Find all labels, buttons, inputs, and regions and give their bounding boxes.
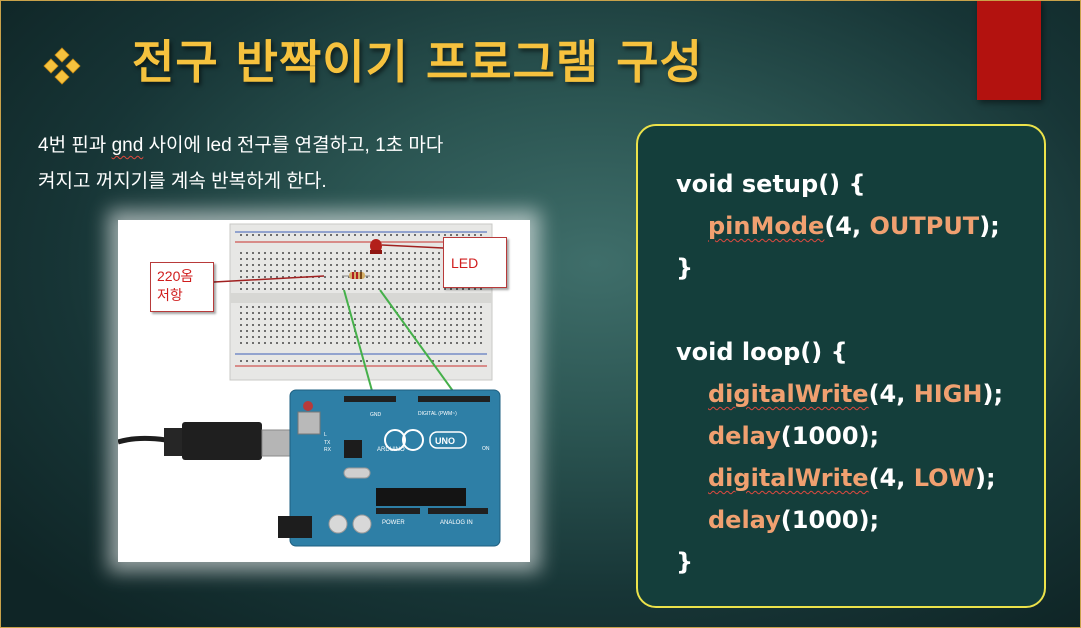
code-close: ); (975, 464, 996, 492)
code-args: (4, (824, 212, 870, 240)
l-led-label: L (324, 432, 327, 438)
code-args: (4, (868, 464, 914, 492)
led-component (370, 239, 382, 254)
accent-tab (977, 0, 1041, 100)
code-kw-low: LOW (913, 464, 976, 492)
resistor-component (342, 272, 370, 279)
code-fn-delay: delay (708, 422, 781, 450)
code-fn-digitalwrite: digitalWrite (708, 380, 869, 408)
gnd-pin-label: GND (370, 412, 382, 418)
analog-header-label: ANALOG IN (440, 520, 473, 526)
code-args: (1000); (780, 506, 880, 534)
description-gnd: gnd (111, 135, 144, 156)
description-part1: 4번 핀과 (38, 135, 112, 156)
code-line-1: void setup() { (676, 170, 866, 198)
code-line-8: delay(1000); (708, 506, 879, 534)
four-diamond-icon (43, 47, 81, 85)
rx-label: RX (324, 447, 332, 453)
code-block: void setup() { pinMode(4, OUTPUT); } voi… (636, 124, 1046, 608)
code-fn-digitalwrite: digitalWrite (708, 464, 869, 492)
code-args: (4, (868, 380, 914, 408)
resistor-label-line1: 220옴 (157, 268, 194, 284)
arduino-logo-text: ARDUINO (377, 447, 405, 453)
code-line-2: pinMode(4, OUTPUT); (708, 212, 1000, 240)
code-close: ); (979, 212, 1000, 240)
power-header-label: POWER (382, 520, 405, 526)
code-fn-delay: delay (708, 506, 781, 534)
arduino-board (278, 389, 501, 547)
code-line-7: digitalWrite(4, LOW); (708, 464, 996, 492)
code-fn-pinmode: pinMode (708, 212, 825, 240)
code-line-9: } (676, 548, 694, 576)
description-part2: 사이에 led 전구를 연결하고, 1초 마다 (143, 135, 444, 156)
code-line-3: } (676, 254, 694, 282)
tx-label: TX (324, 440, 331, 446)
digital-header-label: DIGITAL (PWM~) (418, 411, 457, 417)
slide-title: 전구 반짝이기 프로그램 구성 (132, 35, 703, 89)
circuit-diagram: ARDUINO UNO DIGITAL (PWM~) GND L TX RX O… (118, 220, 530, 562)
code-line-4: void loop() { (676, 338, 848, 366)
code-line-5: digitalWrite(4, HIGH); (708, 380, 1003, 408)
uno-logo-text: UNO (435, 436, 455, 446)
usb-cable (118, 422, 299, 460)
code-kw-high: HIGH (913, 380, 983, 408)
resistor-label-line2: 저항 (157, 287, 183, 303)
code-close: ); (982, 380, 1004, 408)
code-line-6: delay(1000); (708, 422, 879, 450)
code-kw-output: OUTPUT (869, 212, 980, 240)
resistor-callout: 220옴 저항 (150, 262, 214, 312)
description-line2: 켜지고 꺼지기를 계속 반복하게 한다. (38, 171, 327, 192)
led-callout: LED (443, 237, 507, 288)
code-args: (1000); (780, 422, 880, 450)
on-led-label: ON (482, 446, 490, 452)
